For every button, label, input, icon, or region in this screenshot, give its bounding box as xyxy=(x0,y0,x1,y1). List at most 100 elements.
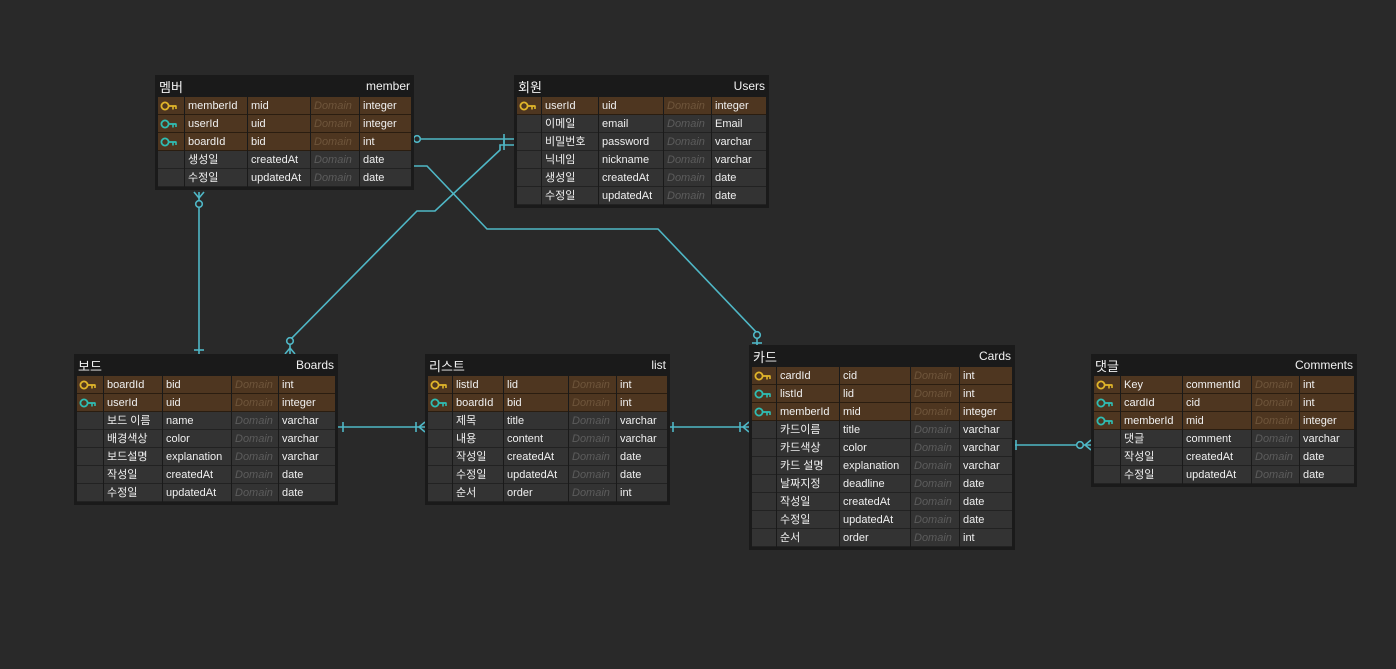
attribute-physical-name: updatedAt xyxy=(840,511,910,529)
attribute-physical-name: bid xyxy=(504,394,568,412)
entity-logical-name: 카드 xyxy=(753,349,777,365)
attribute-physical-name: nickname xyxy=(599,151,663,169)
cardinality-zero-mark xyxy=(752,330,762,340)
attribute-domain: Domain xyxy=(911,385,959,403)
primary-key-icon xyxy=(752,367,776,385)
attribute-data-type: date xyxy=(279,484,335,502)
attribute-logical-name: 보드설명 xyxy=(104,448,162,466)
attribute-logical-name: 수정일 xyxy=(1121,466,1182,484)
attribute-logical-name: listId xyxy=(777,385,839,403)
attribute-data-type: date xyxy=(712,169,766,187)
attribute-logical-name: 생성일 xyxy=(185,151,247,169)
entity-physical-name: member xyxy=(365,79,410,93)
entity-physical-name: Users xyxy=(733,79,765,93)
attribute-logical-name: 제목 xyxy=(453,412,503,430)
entity-logical-name: 보드 xyxy=(78,358,102,374)
attribute-logical-name: 배경색상 xyxy=(104,430,162,448)
attribute-domain: Domain xyxy=(911,529,959,547)
attribute-physical-name: color xyxy=(840,439,910,457)
attribute-physical-name: lid xyxy=(504,376,568,394)
attribute-logical-name: cardId xyxy=(1121,394,1182,412)
attribute-domain: Domain xyxy=(911,439,959,457)
entity-physical-name: Cards xyxy=(978,349,1011,363)
attribute-data-type: date xyxy=(960,475,1012,493)
attribute-data-type: varchar xyxy=(712,133,766,151)
attribute-marker xyxy=(428,466,452,484)
attribute-data-type: int xyxy=(1300,394,1354,412)
cardinality-zero-mark xyxy=(194,199,204,209)
attribute-physical-name: mid xyxy=(1183,412,1251,430)
entity-logical-name: 회원 xyxy=(518,79,542,95)
attribute-physical-name: order xyxy=(504,484,568,502)
cardinality-many-mark xyxy=(1083,439,1092,451)
attribute-logical-name: boardId xyxy=(185,133,247,151)
foreign-key-icon xyxy=(77,394,103,412)
attribute-data-type: integer xyxy=(279,394,335,412)
entity-header: 회원 Users xyxy=(517,75,766,97)
attribute-logical-name: 수정일 xyxy=(777,511,839,529)
foreign-key-icon xyxy=(1094,394,1120,412)
attribute-logical-name: userId xyxy=(104,394,162,412)
attribute-data-type: integer xyxy=(712,97,766,115)
attribute-logical-name: 생성일 xyxy=(542,169,598,187)
attribute-marker xyxy=(517,169,541,187)
attribute-domain: Domain xyxy=(911,403,959,421)
attribute-physical-name: color xyxy=(163,430,231,448)
attribute-physical-name: createdAt xyxy=(248,151,310,169)
entity-physical-name: list xyxy=(651,358,666,372)
attribute-domain: Domain xyxy=(664,187,711,205)
attribute-physical-name: bid xyxy=(248,133,310,151)
attribute-physical-name: mid xyxy=(248,97,310,115)
attribute-marker xyxy=(77,430,103,448)
attribute-logical-name: 비밀번호 xyxy=(542,133,598,151)
attribute-logical-name: 카드이름 xyxy=(777,421,839,439)
